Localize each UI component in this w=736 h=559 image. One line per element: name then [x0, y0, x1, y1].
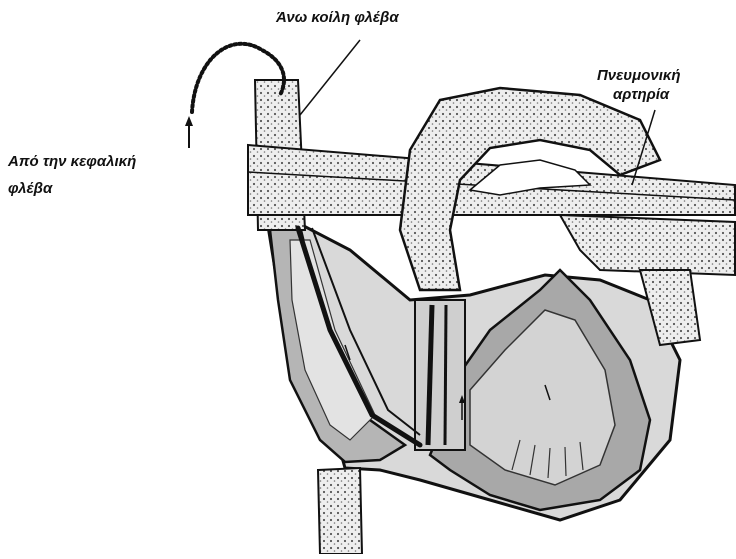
- inferior-vena-cava: [318, 468, 362, 554]
- central-tube: [415, 300, 465, 450]
- svc-leader: [300, 40, 360, 115]
- label-pulmonary-artery-line1: Πνευμονική: [597, 66, 681, 85]
- label-superior-vena-cava: Άνω κοίλη φλέβα: [276, 8, 399, 27]
- label-pulmonary-artery-line2: αρτηρία: [613, 85, 669, 104]
- label-cephalic-vein-line2: φλέβα: [8, 179, 52, 198]
- pulmonary-branch: [560, 215, 735, 275]
- label-cephalic-vein-line1: Από την κεφαλική: [8, 152, 136, 171]
